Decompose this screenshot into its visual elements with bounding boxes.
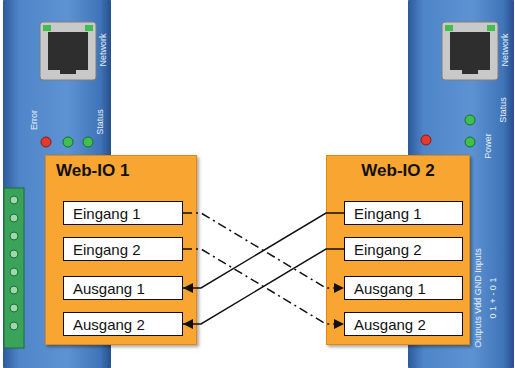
device-title: Web-IO 1 [46,156,196,181]
port-opening [450,32,490,70]
power-led [465,137,475,147]
housing-print: Network [98,33,108,66]
io-box: Eingang 1 [344,201,463,225]
io-box: Ausgang 2 [344,312,463,336]
error-led [41,137,51,147]
status-led [465,115,475,125]
device-panel: Web-IO 2 Eingang 1 Eingang 2 Ausgang 1 Ausga… [326,155,470,345]
housing-print: Status [498,97,508,123]
terminal-block [4,188,24,348]
port-led [43,25,51,31]
device-panel: Web-IO 1 Eingang 1 Eingang 2 Ausgang 1 Ausga… [45,155,197,345]
io-label: Eingang 1 [354,205,422,222]
io-box: Ausgang 2 [63,312,183,336]
io-box: Eingang 2 [344,237,463,261]
io-label: Ausgang 1 [73,280,145,297]
housing-print: Network [500,33,510,66]
network-port [40,22,96,80]
io-box: Ausgang 1 [63,276,183,300]
housing-print: 0 1 + - 0 1 [488,278,498,319]
error-led [421,135,431,145]
signal-line [183,213,344,288]
io-box: Ausgang 1 [344,276,463,300]
port-led [85,25,93,31]
network-port [442,22,498,80]
port-led [445,25,453,31]
port-led [487,25,495,31]
io-label: Eingang 2 [354,241,422,258]
signal-line [183,213,344,288]
port-latch [60,66,76,74]
terminal-screws [10,196,18,330]
io-label: Ausgang 2 [73,316,145,333]
device-title: Web-IO 2 [327,156,469,181]
housing-print: Error [29,110,39,130]
status-led [63,137,73,147]
io-label: Ausgang 1 [354,280,426,297]
io-box: Eingang 1 [63,201,183,225]
port-opening [48,32,88,70]
io-box: Eingang 2 [63,237,183,261]
signal-line [183,249,344,324]
io-label: Eingang 2 [73,241,141,258]
housing-print: Outputs Vdd GND Inputs [473,248,483,348]
signal-line [183,249,344,324]
housing-print: Power [483,133,493,159]
power-led [83,137,93,147]
io-label: Ausgang 2 [354,316,426,333]
port-latch [462,66,478,74]
housing-print: Status [95,109,105,135]
io-label: Eingang 1 [73,205,141,222]
